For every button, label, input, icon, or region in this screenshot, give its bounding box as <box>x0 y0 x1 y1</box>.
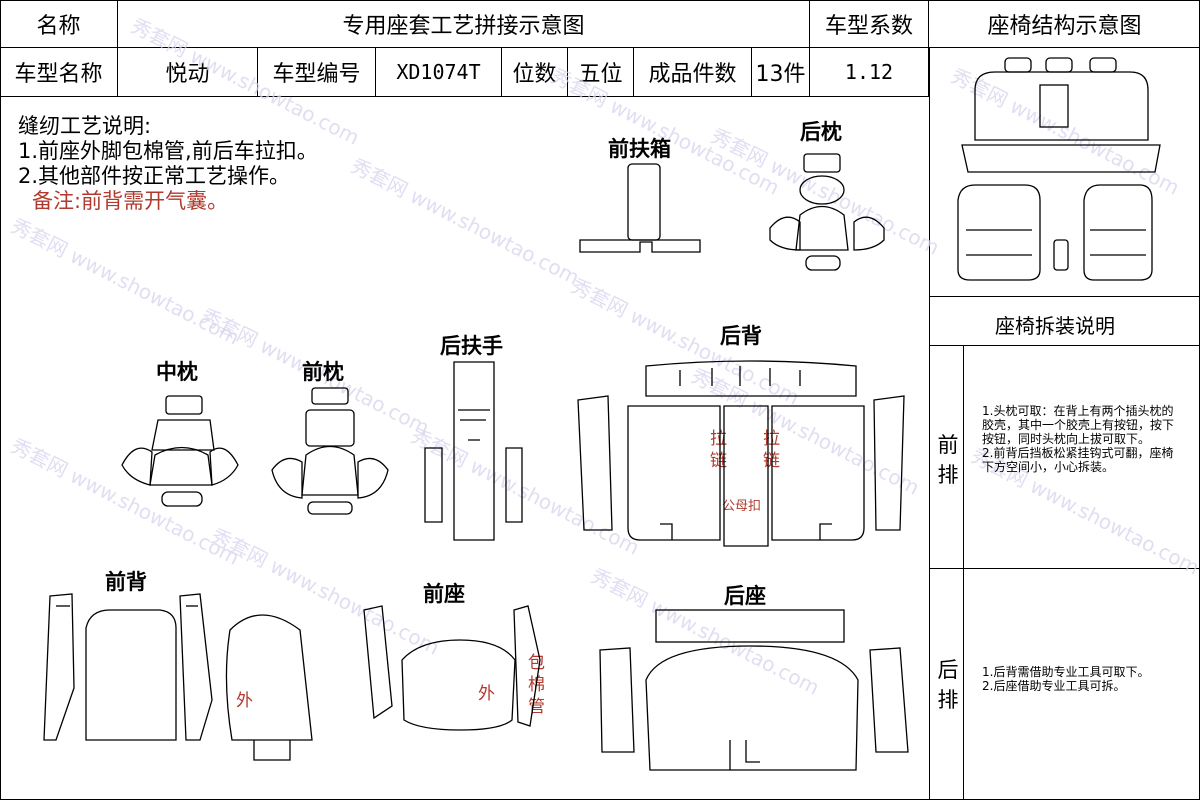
label-front-seat: 前座 <box>423 582 465 606</box>
rear-row-note-1: 1.后背需借助专业工具可取下。 <box>982 665 1150 679</box>
front-back-pieces <box>43 593 313 761</box>
rear-headrest-pieces <box>769 153 885 271</box>
front-row-label: 前排 <box>937 433 959 487</box>
outer-mark-back: 外 <box>236 691 253 711</box>
label-front-back: 前背 <box>105 570 147 594</box>
disassembly-title: 座椅拆装说明 <box>995 314 1115 338</box>
notes-remark: 备注:前背需开气囊。 <box>32 189 229 213</box>
sheet-title: 专用座套工艺拼接示意图 <box>118 0 810 48</box>
label-front-armrest-box: 前扶箱 <box>608 137 671 161</box>
structure-bottom-line <box>929 296 1200 297</box>
coef-label: 车型系数 <box>810 0 929 48</box>
label-middle-headrest: 中枕 <box>156 360 198 384</box>
name-label: 名称 <box>0 0 118 48</box>
rear-seat-pieces <box>599 609 909 771</box>
sewing-notes: 缝纫工艺说明: 1.前座外脚包棉管,前后车拉扣。 2.其他部件按正常工艺操作。 … <box>18 114 318 214</box>
label-rear-back: 后背 <box>720 324 762 348</box>
front-row-note-2: 2.前背后挡板松紧挂钩式可翻，座椅下方空间小，小心拆装。 <box>982 446 1174 474</box>
structure-title: 座椅结构示意图 <box>929 0 1200 48</box>
snap-mark: 公母扣 <box>722 499 762 514</box>
rear-back-pieces <box>577 360 905 547</box>
outer-mark-seat: 外 <box>478 684 495 704</box>
disassembly-title-line <box>929 345 1200 346</box>
front-armrest-box-pieces <box>579 163 701 253</box>
front-headrest-pieces <box>271 387 389 515</box>
rear-row-label: 后排 <box>937 658 959 712</box>
row-divider-line <box>929 568 1200 569</box>
seats-label: 位数 <box>502 48 568 97</box>
seats-value: 五位 <box>568 48 634 97</box>
rear-row-note-2: 2.后座借助专业工具可拆。 <box>982 679 1126 693</box>
right-panel-divider <box>929 48 930 800</box>
middle-headrest-pieces <box>121 395 239 507</box>
front-seat-pieces <box>363 605 541 731</box>
front-row-note-1: 1.头枕可取：在背上有两个插头枕的胶壳，其中一个胶壳上有按钮，按下按钮，同时头枕… <box>982 404 1175 446</box>
label-front-headrest: 前枕 <box>302 360 344 384</box>
pieces-value: 13件 <box>752 48 810 97</box>
rear-row-notes: 1.后背需借助专业工具可取下。 2.后座借助专业工具可拆。 <box>982 665 1182 693</box>
label-rear-seat: 后座 <box>724 584 766 608</box>
coef-value: 1.12 <box>810 48 929 97</box>
label-rear-headrest: 后枕 <box>800 120 842 144</box>
model-name-label: 车型名称 <box>0 48 118 97</box>
rear-armrest-pieces <box>424 361 523 541</box>
label-rear-armrest: 后扶手 <box>440 334 503 358</box>
model-code: XD1074T <box>376 48 502 97</box>
model-name: 悦动 <box>118 48 258 97</box>
zipper-mark-left: 拉链 <box>710 429 727 471</box>
notes-title: 缝纫工艺说明: <box>18 114 152 138</box>
seat-structure-illustration <box>957 57 1161 281</box>
row-label-divider <box>963 345 964 800</box>
model-code-label: 车型编号 <box>258 48 376 97</box>
pieces-label: 成品件数 <box>634 48 752 97</box>
front-row-notes: 1.头枕可取：在背上有两个插头枕的胶壳，其中一个胶壳上有按钮，按下按钮，同时头枕… <box>982 404 1182 474</box>
notes-line-2: 2.其他部件按正常工艺操作。 <box>18 164 291 188</box>
notes-line-1: 1.前座外脚包棉管,前后车拉扣。 <box>18 139 318 163</box>
